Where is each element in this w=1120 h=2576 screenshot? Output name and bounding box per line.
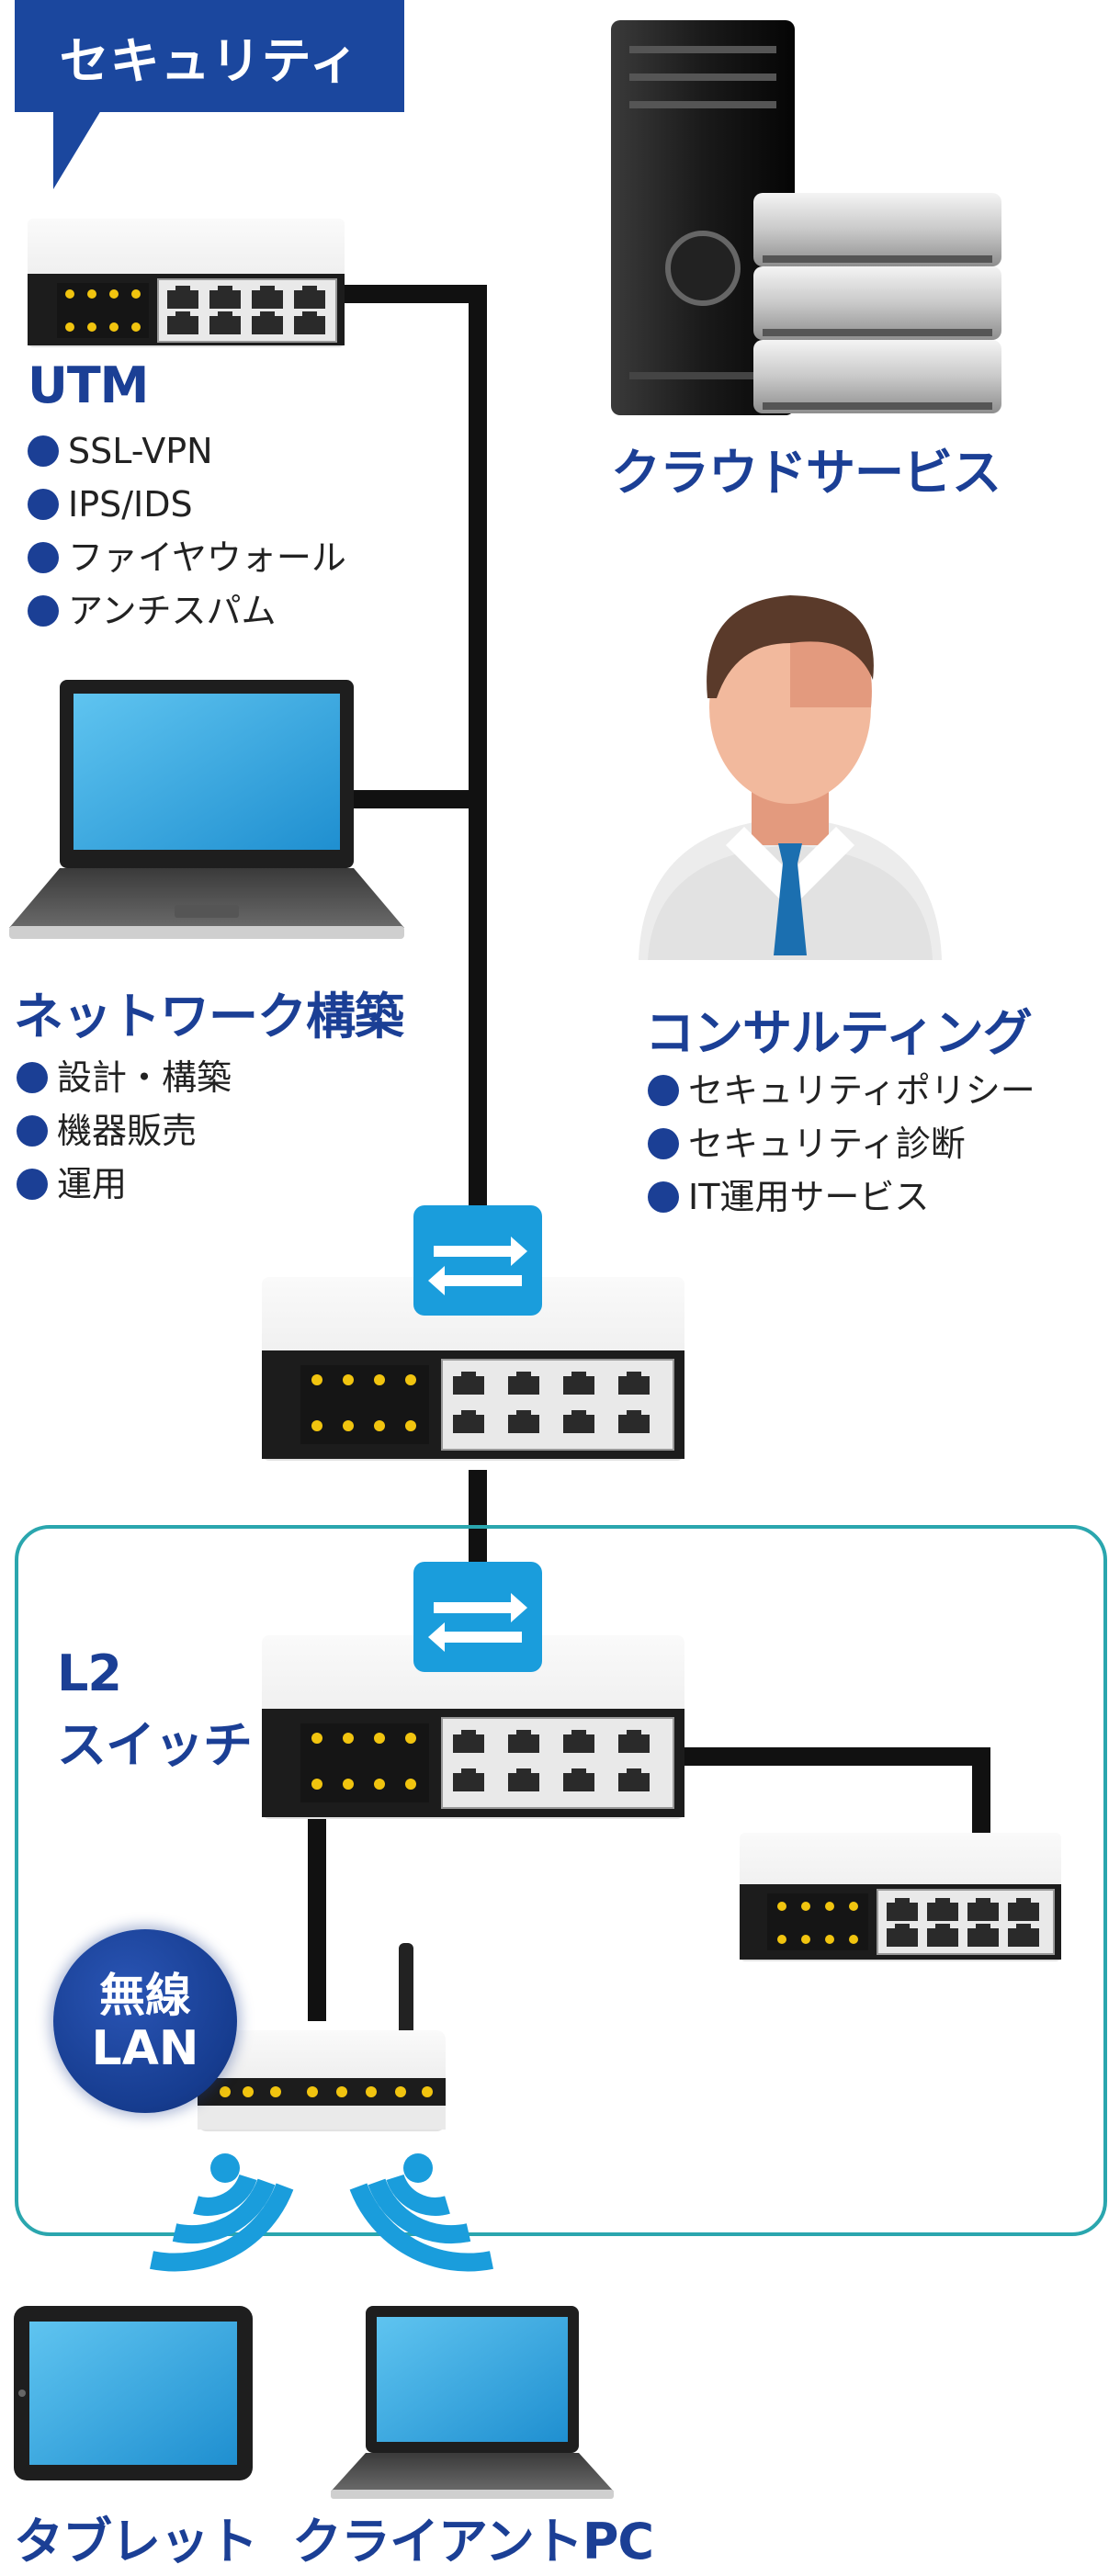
utm-device — [28, 219, 345, 347]
wifi-signal-left-icon — [150, 2153, 294, 2272]
consulting-service-list: セキュリティポリシー セキュリティ診断 IT運用サービス — [648, 1064, 1035, 1224]
utm-feature-item: SSL-VPN — [28, 424, 346, 478]
network-service-item: 設計・構築 — [17, 1051, 232, 1104]
utm-feature-list: SSL-VPN IPS/IDS ファイヤウォール アンチスパム — [28, 424, 346, 638]
core-switch-arrows-icon — [413, 1205, 542, 1316]
l2-zone-frame — [15, 1525, 1107, 2236]
l2-switch-device — [262, 1635, 684, 1819]
security-tag-pointer — [53, 110, 101, 189]
wireless-router-device — [198, 1943, 446, 2131]
core-switch-device — [262, 1277, 684, 1461]
security-tag: セキュリティ — [15, 0, 404, 112]
cloud-server-icon — [611, 20, 1001, 415]
utm-feature-item: アンチスパム — [28, 584, 346, 638]
laptop-icon — [9, 680, 404, 939]
consulting-title: コンサルティング — [645, 1004, 1033, 1062]
network-service-item: 機器販売 — [17, 1104, 232, 1158]
utm-feature-item: ファイヤウォール — [28, 531, 346, 584]
tablet-icon — [14, 2306, 253, 2480]
tablet-label: タブレット — [14, 2513, 258, 2570]
consultant-icon — [639, 595, 942, 960]
cloud-title: クラウドサービス — [611, 444, 1001, 502]
client-pc-label: クライアントPC — [292, 2513, 654, 2570]
access-switch-device — [740, 1833, 1061, 1961]
network-service-list: 設計・構築 機器販売 運用 — [17, 1051, 232, 1211]
l2-switch-label-line1: L2 — [57, 1644, 122, 1702]
cables — [308, 285, 990, 2021]
consulting-service-item: セキュリティポリシー — [648, 1064, 1035, 1117]
cable-l2-access — [680, 1747, 990, 1833]
network-service-item: 運用 — [17, 1158, 232, 1211]
utm-feature-item: IPS/IDS — [28, 478, 346, 531]
wireless-lan-line1: 無線 — [99, 1969, 191, 2022]
cable-utm-switch — [340, 285, 487, 1286]
consulting-service-item: IT運用サービス — [648, 1170, 1035, 1224]
security-tag-label: セキュリティ — [59, 32, 360, 90]
wireless-lan-line2: LAN — [91, 2021, 199, 2076]
wireless-lan-badge: 無線 LAN — [53, 1929, 237, 2113]
network-title: ネットワーク構築 — [14, 988, 404, 1045]
consulting-service-item: セキュリティ診断 — [648, 1117, 1035, 1170]
l2-switch-arrows-icon — [413, 1562, 542, 1672]
l2-switch-label-line2: スイッチ — [57, 1716, 253, 1774]
client-laptop-icon — [331, 2306, 614, 2499]
utm-title: UTM — [28, 356, 149, 414]
wifi-signal-right-icon — [349, 2153, 493, 2272]
